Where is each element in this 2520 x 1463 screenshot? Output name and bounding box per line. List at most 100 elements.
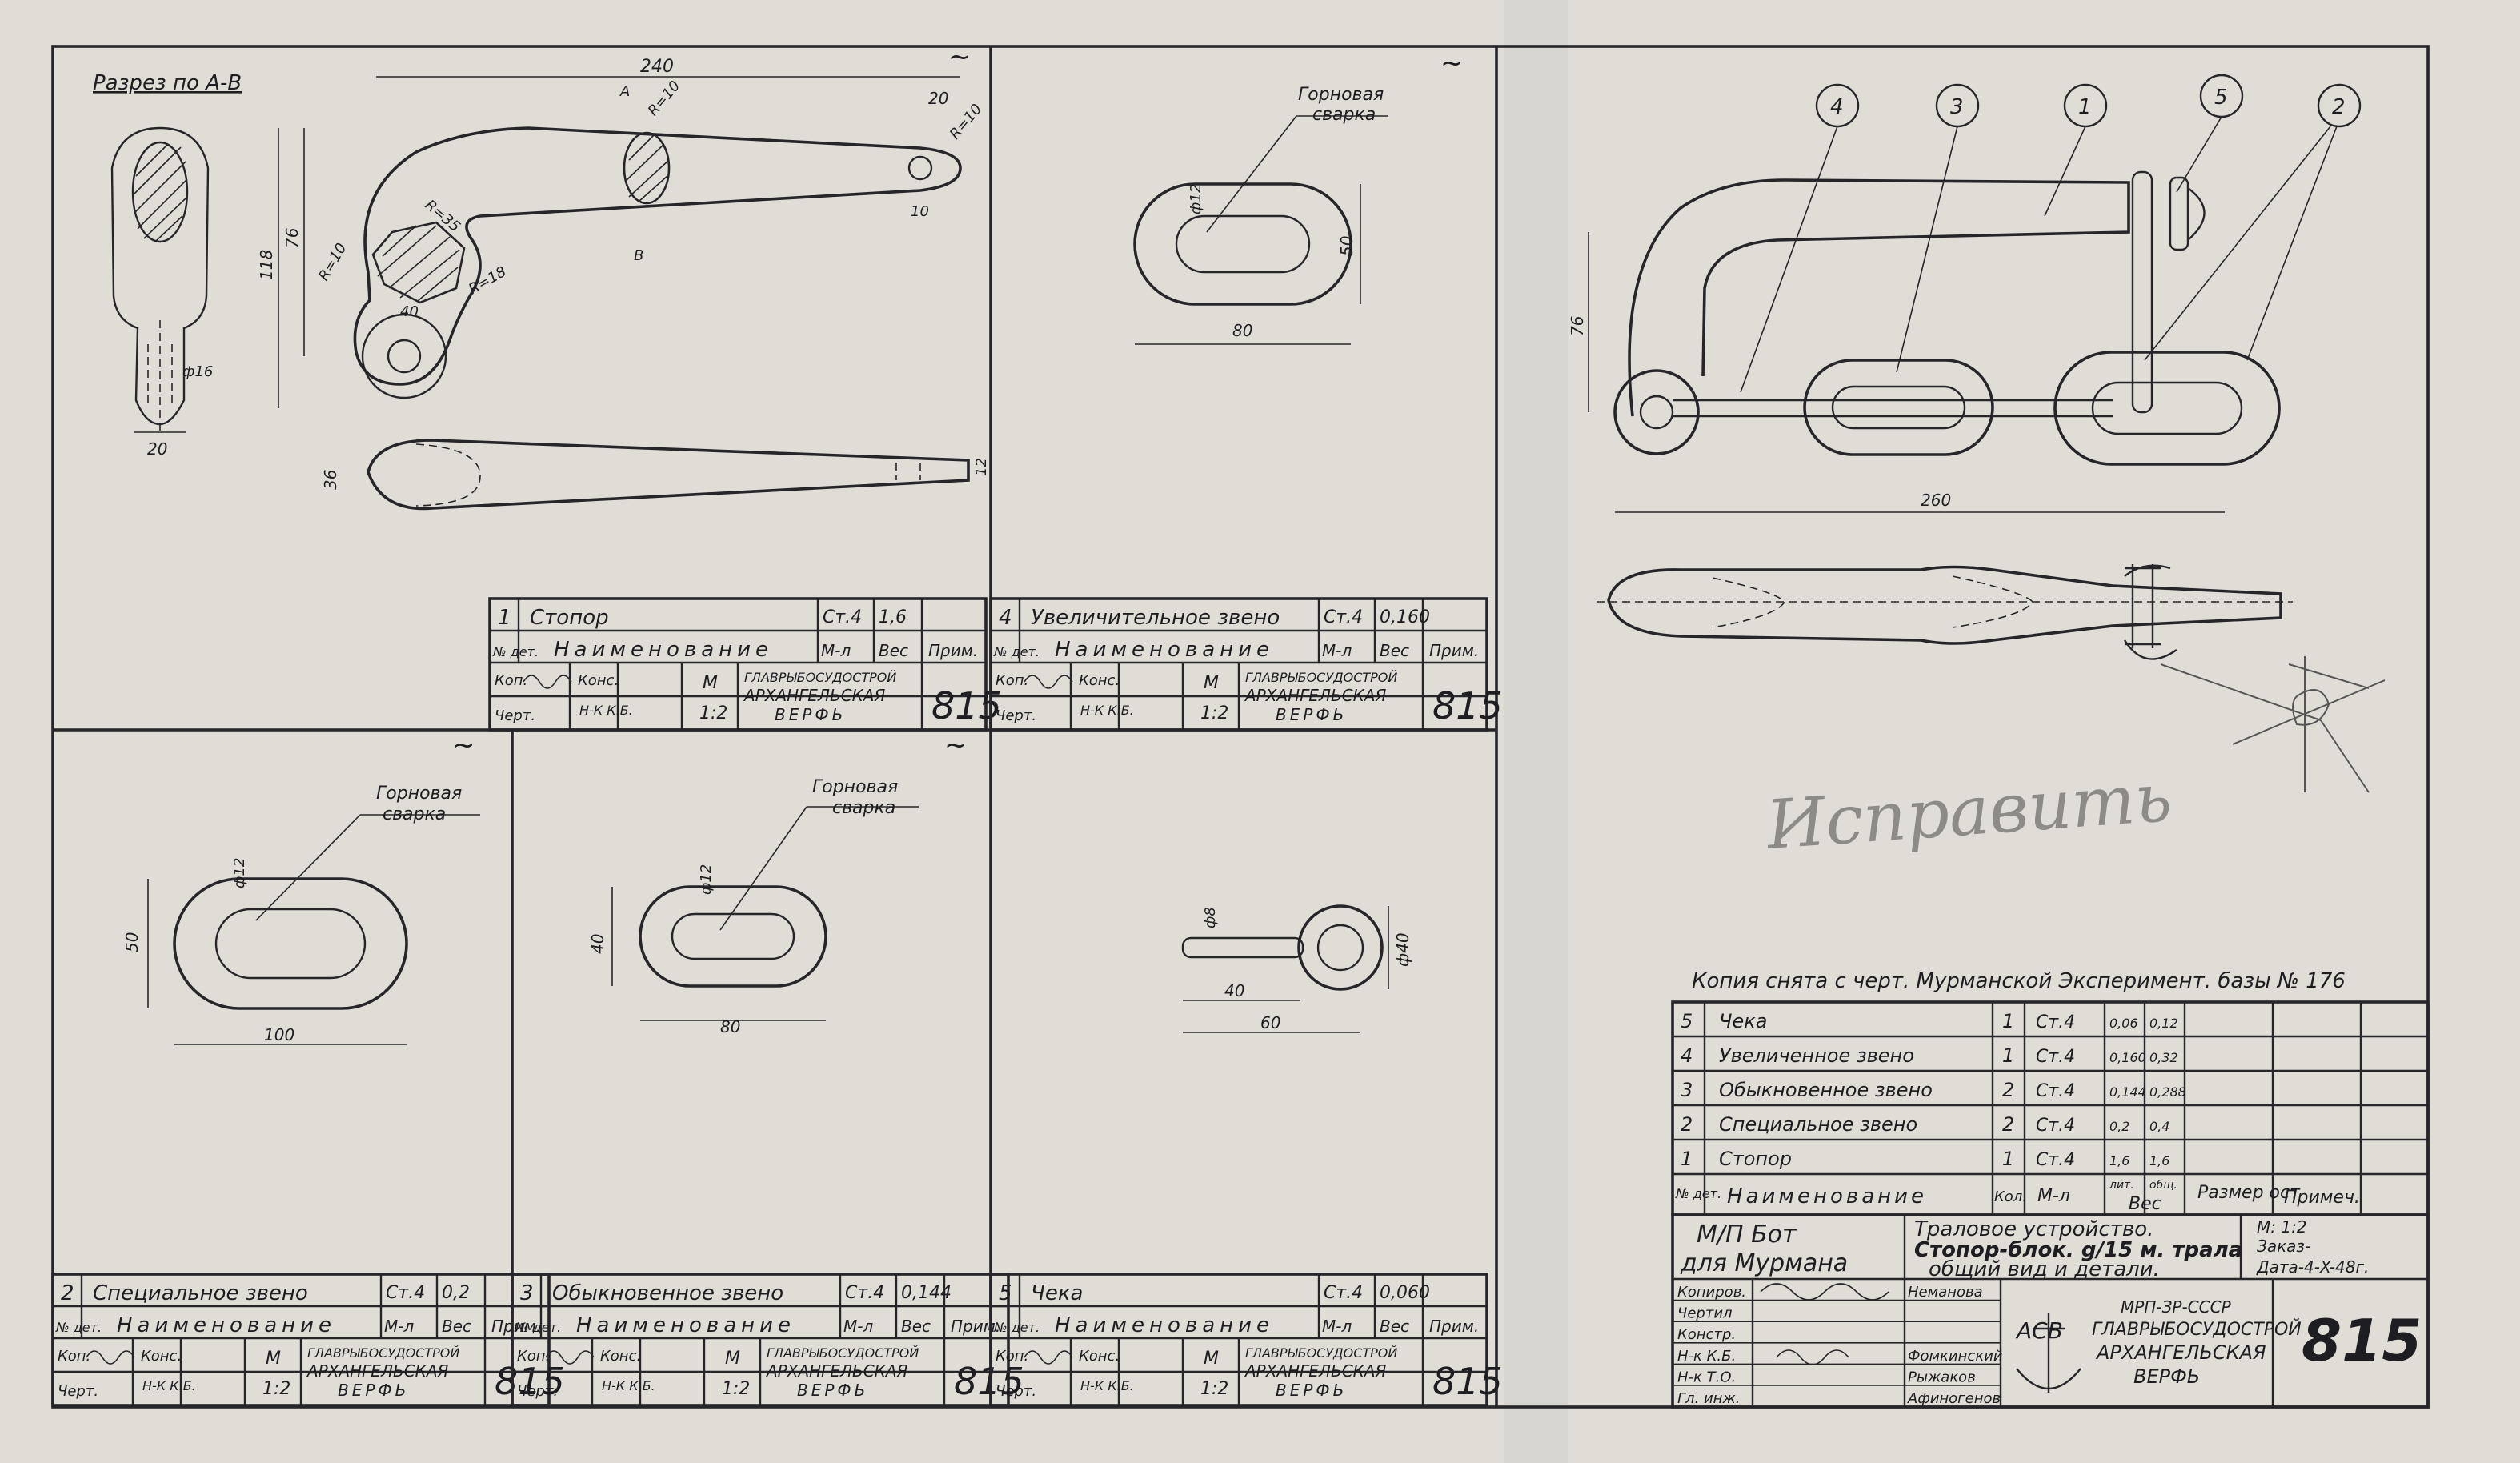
bom-row-qty: 1 [2002, 1148, 2014, 1170]
dim-pin-60: 60 [1260, 1013, 1280, 1032]
detail-block-kons: Конс. [1079, 1348, 1120, 1365]
vessel-line-1: М/П Бот [1697, 1221, 1797, 1249]
detail-block-wt-hdr: Вес [1380, 1317, 1409, 1336]
dim-link4-50: 50 [1337, 236, 1356, 256]
detail-block-mat-hdr: М-л [821, 641, 851, 660]
assembly-link-large-inner [2091, 381, 2243, 435]
role-label: Констр. [1677, 1326, 1736, 1343]
dim-76: 76 [282, 228, 302, 248]
detail-block-wt-hdr: Вес [901, 1317, 931, 1336]
copy-note: Копия снята с черт. Мурманской Экспериме… [1692, 969, 2346, 993]
balloon-1-label: 1 [2078, 95, 2092, 119]
detail-block-wt: 0,160 [1380, 607, 1430, 627]
dim-pin-phi8: ф8 [1202, 907, 1219, 928]
detail-block-org-3: ВЕРФЬ [797, 1381, 868, 1400]
bom-row-no: 3 [1681, 1079, 1693, 1101]
dim-link2-50: 50 [122, 932, 142, 952]
detail-block-scale: 1:2 [1200, 1379, 1228, 1399]
detail-block-org-3: ВЕРФЬ [1276, 1381, 1347, 1400]
detail-block-wt-hdr: Вес [879, 641, 908, 660]
logo-text: АСВ [2015, 1317, 2063, 1344]
desc-line-1: Траловое устройство. [1914, 1217, 2153, 1241]
detail-block-name: Увеличительное звено [1031, 606, 1280, 630]
title-block-frame [1671, 1213, 2430, 1409]
dim-link4-phi12: ф12 [1188, 184, 1204, 214]
bom-hdr-qty: Кол. [1994, 1188, 2027, 1205]
bom-hdr-mat: М-л [2037, 1186, 2070, 1206]
detail-block-org-3: ВЕРФЬ [1276, 705, 1347, 724]
bom-row-w2: 0,4 [2149, 1119, 2169, 1134]
bom-hdr-wt: Вес [2129, 1194, 2161, 1214]
detail-block-signature [1024, 1350, 1073, 1365]
hatch-lines-3 [625, 134, 670, 202]
bom-row-no: 5 [1681, 1010, 1693, 1032]
hatch-lines [132, 143, 188, 242]
detail-block-signature [86, 1350, 135, 1365]
bom-row-qty: 2 [2002, 1113, 2014, 1136]
detail-block-name: Стопор [530, 606, 609, 630]
detail-block-mat: Ст.4 [386, 1283, 425, 1303]
detail-block-wt: 0,144 [901, 1283, 952, 1303]
detail-block-name-hdr: Наименование [117, 1313, 336, 1337]
detail-block-det-hdr: № дет. [993, 1320, 1040, 1335]
common-link-detail: Горновая сварка ф12 40 80 ~ [588, 729, 968, 1036]
common-link-outer [639, 885, 827, 988]
detail-block-cherT: Черт. [517, 1383, 558, 1400]
bom-row-qty: 1 [2002, 1010, 2014, 1032]
bom-hdr-note: Примеч. [2284, 1188, 2360, 1208]
paper-fold-shade [1504, 0, 1568, 1463]
common-link-inner [671, 912, 795, 960]
dim-link4-80: 80 [1232, 321, 1252, 340]
special-link-detail: Горновая сварка ф12 50 100 ~ [122, 729, 480, 1045]
enlarged-link-detail: Горновая сварка ф12 50 80 ~ [1133, 47, 1464, 345]
bom-row-w2: 0,32 [2149, 1050, 2178, 1065]
bom-row-name: Стопор [1719, 1148, 1792, 1170]
section-mark-a: A [619, 83, 630, 100]
tb-scale: М: 1:2 [2257, 1217, 2307, 1237]
dim-link2-100: 100 [264, 1025, 294, 1044]
detail-block-scale: 1:2 [1200, 703, 1228, 723]
bom-row-qty: 2 [2002, 1079, 2014, 1101]
balloon-2: 2 [2144, 83, 2362, 361]
tb-date: Дата-4-X-48г. [2256, 1257, 2369, 1277]
detail-block-det-hdr: № дет. [515, 1320, 561, 1335]
role-signature [1760, 1283, 1889, 1365]
dim-asm-260: 260 [1921, 491, 1951, 510]
assembly-pin-cap [2187, 187, 2206, 241]
weld-note-2b: сварка [383, 804, 446, 824]
weld-note-1a: Горновая [1298, 85, 1384, 105]
detail-block-cherT: Черт. [996, 707, 1036, 724]
detail-block-signature [523, 675, 572, 689]
detail-block-wt-hdr: Вес [1380, 641, 1409, 660]
bom-row-mat: Ст.4 [2036, 1047, 2075, 1067]
assembly-pin [2131, 170, 2153, 414]
detail-block-kop: Коп. [517, 1348, 550, 1365]
bom-row-w2: 0,288 [2149, 1084, 2186, 1100]
detail-block-kop: Коп. [58, 1348, 90, 1365]
detail-block-scale: 1:2 [722, 1379, 750, 1399]
hatch-lines-2 [377, 225, 460, 302]
stopper-arm-section [623, 131, 671, 205]
detail-block-note-hdr: Прим. [491, 1317, 541, 1336]
detail-block-mat-hdr: М-л [384, 1317, 414, 1336]
enlarged-link-outer [1133, 182, 1352, 306]
detail-block-nk: Н-К К.Б. [602, 1378, 655, 1393]
role-name: Неманова [1908, 1284, 1983, 1301]
role-name: Рыжаков [1908, 1369, 1976, 1385]
detail-block-no: 5 [999, 1281, 1012, 1305]
detail-block-drawing-no: 815 [495, 1360, 565, 1403]
tb-drawing-no: 815 [2302, 1307, 2422, 1374]
bom-row-qty: 1 [2002, 1044, 2014, 1067]
bom-row-name: Обыкновенное звено [1719, 1079, 1933, 1101]
section-mark-b: B [634, 247, 643, 264]
dim-20-top: 20 [928, 89, 948, 108]
tb-org-1: ГЛАВРЫБОСУДОСТРОЙ [2092, 1319, 2302, 1340]
weld-leader-1 [1206, 115, 1297, 233]
detail-block-m: М [266, 1349, 281, 1369]
detail-block-mat: Ст.4 [823, 607, 862, 627]
detail-block-signature [1024, 675, 1073, 689]
role-label: Чертил [1677, 1305, 1733, 1322]
